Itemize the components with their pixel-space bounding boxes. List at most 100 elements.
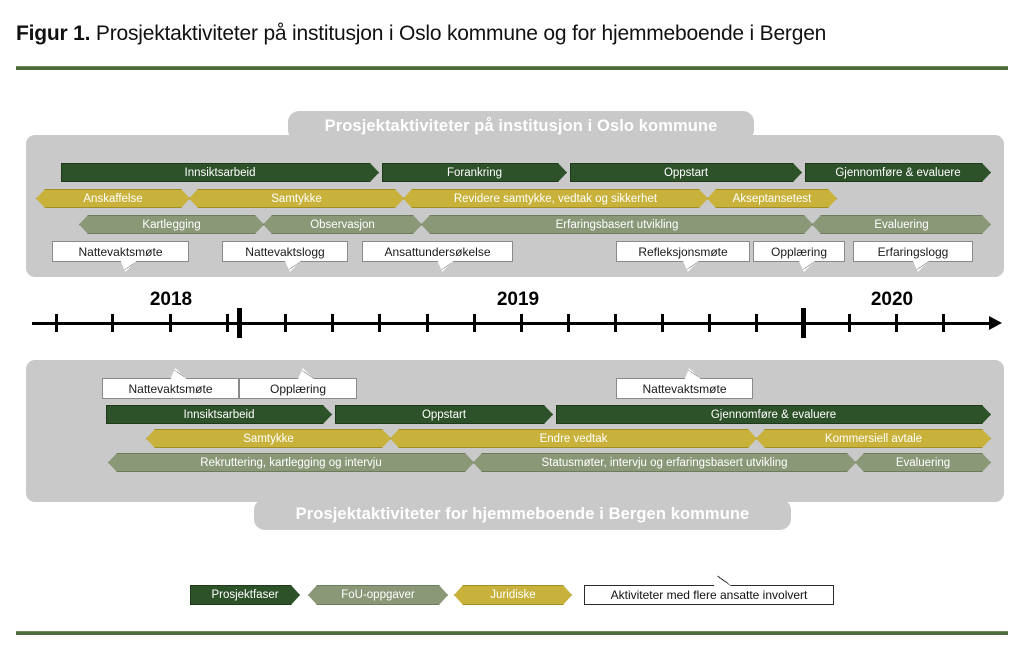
oslo-legal-bar-3[interactable]: Akseptansetest (707, 189, 837, 208)
axis-tick-13 (661, 314, 664, 332)
oslo-phase-bar-2[interactable]: Oppstart (570, 163, 802, 182)
panel-oslo-title: Prosjektaktiviteter på institusjon i Osl… (288, 111, 754, 141)
oslo-rnd-bar-1[interactable]: Observasjon (263, 215, 422, 234)
bergen-rnd-bar-2[interactable]: Evaluering (855, 453, 991, 472)
oslo-callout-3[interactable]: Refleksjonsmøte (616, 241, 750, 272)
axis-tick-19 (942, 314, 945, 332)
bergen-legal-bar-0[interactable]: Samtykke (146, 429, 391, 448)
legend-item-label: Juridiske (490, 589, 536, 601)
bergen-phase-bar-0[interactable]: Innsiktsarbeid (106, 405, 332, 424)
bergen-callout-label: Nattevaktsmøte (128, 381, 213, 396)
axis-tick-major-16 (801, 308, 806, 338)
oslo-rnd-bar-0[interactable]: Kartlegging (79, 215, 264, 234)
oslo-phase-bar-0[interactable]: Innsiktsarbeid (61, 163, 379, 182)
axis-tick-5 (284, 314, 287, 332)
bergen-rnd-bar-1[interactable]: Statusmøter, intervju og erfaringsbasert… (473, 453, 856, 472)
legend-item-2[interactable]: Juridiske (454, 585, 572, 605)
axis-line (32, 322, 990, 325)
bergen-rnd-bar-label: Evaluering (895, 456, 951, 469)
bergen-callout-label: Nattevaktsmøte (642, 381, 727, 396)
bergen-phase-bar-label: Oppstart (421, 408, 467, 421)
panel-bergen: Nattevaktsmøte Opplæring Nattevaktsmøte In… (26, 360, 1004, 502)
callout-tail-icon (799, 261, 815, 272)
bergen-callout-label: Opplæring (269, 381, 327, 396)
axis-tick-15 (755, 314, 758, 332)
bergen-callout-2[interactable]: Nattevaktsmøte (616, 368, 753, 399)
oslo-callout-5[interactable]: Erfaringslogg (853, 241, 973, 272)
bergen-legal-bar-1[interactable]: Endre vedtak (390, 429, 757, 448)
callout-tail-icon (684, 368, 701, 379)
figure-caption: Prosjektaktiviteter på institusjon i Osl… (95, 22, 827, 45)
oslo-callout-1[interactable]: Nattevaktslogg (222, 241, 348, 272)
oslo-legal-bar-label: Akseptansetest (732, 192, 812, 205)
axis-tick-14 (708, 314, 711, 332)
legend-item-0[interactable]: Prosjektfaser (190, 585, 300, 605)
bergen-callout-1[interactable]: Opplæring (239, 368, 357, 399)
axis-tick-major-4 (237, 308, 242, 338)
callout-tail-icon (170, 368, 187, 379)
oslo-callout-0[interactable]: Nattevaktsmøte (52, 241, 189, 272)
axis-arrow-icon (989, 316, 1002, 330)
bergen-phase-bar-1[interactable]: Oppstart (335, 405, 553, 424)
bergen-rnd-bar-0[interactable]: Rekruttering, kartlegging og intervju (108, 453, 474, 472)
oslo-callout-label: Refleksjonsmøte (638, 244, 728, 259)
bergen-phase-bar-label: Gjennomføre & evaluere (710, 408, 837, 421)
bergen-phase-bar-label: Innsiktsarbeid (183, 408, 255, 421)
legend-item-label: Prosjektfaser (211, 589, 279, 601)
legend-item-callout[interactable]: Aktiviteter med flere ansatte involvert (584, 574, 834, 605)
oslo-callout-2[interactable]: Ansattundersøkelse (362, 241, 513, 272)
bergen-legal-bar-2[interactable]: Kommersiell avtale (756, 429, 991, 448)
panel-bergen-title: Prosjektaktiviteter for hjemmeboende i B… (254, 499, 791, 530)
axis-tick-12 (614, 314, 617, 332)
oslo-legal-bar-label: Samtykke (271, 192, 322, 205)
oslo-rnd-bar-label: Erfaringsbasert utvikling (555, 218, 679, 231)
oslo-callout-label: Ansattundersøkelse (384, 244, 491, 259)
bergen-legal-bar-label: Samtykke (243, 432, 294, 445)
timeline-axis: 2018 2019 2020 (26, 286, 1004, 346)
callout-tail-icon (913, 261, 929, 272)
oslo-callout-label: Erfaringslogg (877, 244, 949, 259)
axis-tick-10 (520, 314, 523, 332)
bergen-callout-0[interactable]: Nattevaktsmøte (102, 368, 239, 399)
oslo-callout-4[interactable]: Opplæring (753, 241, 845, 272)
axis-year-2019: 2019 (496, 289, 540, 310)
oslo-rnd-bar-label: Evaluering (874, 218, 929, 231)
oslo-rnd-bar-2[interactable]: Erfaringsbasert utvikling (421, 215, 813, 234)
axis-tick-18 (895, 314, 898, 332)
oslo-legal-bar-2[interactable]: Revidere samtykke, vedtak og sikkerhet (403, 189, 708, 208)
oslo-rnd-bar-3[interactable]: Evaluering (812, 215, 991, 234)
oslo-phase-bar-1[interactable]: Forankring (382, 163, 567, 182)
legend-item-label: FoU-oppgaver (341, 589, 415, 601)
axis-tick-6 (331, 314, 334, 332)
axis-year-2020: 2020 (870, 289, 914, 310)
divider-bottom (16, 631, 1008, 635)
oslo-rnd-bar-label: Observasjon (310, 218, 375, 231)
oslo-callout-label: Nattevaktsmøte (78, 244, 163, 259)
callout-tail-icon (285, 261, 301, 272)
legend-item-label: Aktiviteter med flere ansatte involvert (610, 588, 808, 602)
oslo-phase-bar-3[interactable]: Gjennomføre & evaluere (805, 163, 991, 182)
callout-tail-icon (683, 261, 699, 272)
axis-tick-9 (473, 314, 476, 332)
figure-title: Figur 1. Prosjektaktiviteter på institus… (16, 22, 1006, 46)
axis-year-2018: 2018 (149, 289, 193, 310)
bergen-phase-bar-2[interactable]: Gjennomføre & evaluere (556, 405, 991, 424)
axis-tick-11 (567, 314, 570, 332)
oslo-legal-bar-label: Anskaffelse (83, 192, 143, 205)
oslo-phase-bar-label: Innsiktsarbeid (184, 166, 256, 179)
oslo-phase-bar-label: Oppstart (663, 166, 709, 179)
callout-tail-icon (298, 368, 314, 379)
bergen-rnd-bar-label: Rekruttering, kartlegging og intervju (200, 456, 382, 469)
oslo-rnd-bar-label: Kartlegging (142, 218, 201, 231)
oslo-phase-bar-label: Gjennomføre & evaluere (835, 166, 961, 179)
legend-item-1[interactable]: FoU-oppgaver (308, 585, 448, 605)
divider-top (16, 66, 1008, 70)
oslo-legal-bar-1[interactable]: Samtykke (189, 189, 404, 208)
axis-tick-2 (169, 314, 172, 332)
oslo-legal-bar-0[interactable]: Anskaffelse (36, 189, 190, 208)
bergen-rnd-bar-label: Statusmøter, intervju og erfaringsbasert… (541, 456, 788, 469)
axis-tick-0 (55, 314, 58, 332)
axis-tick-17 (848, 314, 851, 332)
callout-tail-icon (437, 261, 454, 272)
